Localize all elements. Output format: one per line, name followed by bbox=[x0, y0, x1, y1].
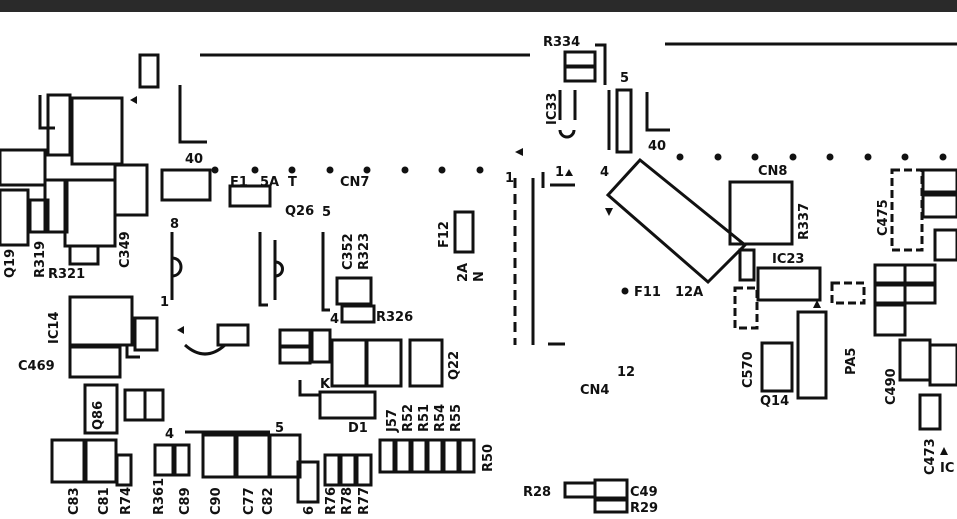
component-label: R55 bbox=[449, 404, 464, 432]
component-label: R51 bbox=[417, 404, 432, 432]
component-label: R52 bbox=[401, 404, 416, 432]
component-label: IC33 bbox=[545, 93, 560, 125]
component-label: C49 bbox=[630, 485, 658, 500]
component-label: C352 bbox=[341, 233, 356, 270]
component-label: R29 bbox=[630, 501, 658, 516]
component-label: F12 bbox=[437, 221, 452, 248]
component-label: R323 bbox=[357, 233, 372, 270]
component-label: Q22 bbox=[447, 351, 462, 380]
component-label: 4 bbox=[330, 312, 339, 327]
component-label: Q14 bbox=[760, 394, 789, 409]
component-label: J57 bbox=[385, 409, 400, 433]
component-label: C469 bbox=[18, 359, 55, 374]
top-bar bbox=[0, 0, 957, 12]
component-label: 12 bbox=[617, 365, 635, 380]
component-label: K bbox=[320, 377, 331, 392]
component-label: 2A bbox=[456, 263, 471, 282]
component-label: R321 bbox=[48, 267, 85, 282]
component-label: R326 bbox=[376, 310, 413, 325]
component-label: IC23 bbox=[772, 252, 804, 267]
component-label: R50 bbox=[481, 444, 496, 472]
component-label: D1 bbox=[348, 421, 368, 436]
component-label: T bbox=[288, 175, 297, 190]
component-label: C349 bbox=[118, 231, 133, 268]
component-label: F1 bbox=[230, 175, 248, 190]
component-label: CN8 bbox=[758, 164, 787, 179]
component-label: Q26 bbox=[285, 204, 314, 219]
component-label: C89 bbox=[178, 487, 193, 515]
component-label: 5 bbox=[322, 205, 331, 220]
component-label: 1 bbox=[555, 165, 564, 180]
component-label: 4 bbox=[165, 427, 174, 442]
component-label: C82 bbox=[261, 487, 276, 515]
component-label: IC bbox=[940, 461, 954, 476]
component-label: C490 bbox=[884, 368, 899, 405]
outline-layer bbox=[0, 42, 957, 514]
component-label: Q19 bbox=[3, 249, 18, 278]
component-label: 6 bbox=[302, 506, 317, 515]
component-label: C475 bbox=[876, 199, 891, 236]
component-label: C77 bbox=[242, 487, 257, 515]
component-label: C90 bbox=[209, 487, 224, 515]
component-label: 40 bbox=[185, 152, 203, 167]
component-label: 5 bbox=[275, 421, 284, 436]
component-label: R319 bbox=[33, 241, 48, 278]
component-label: CN4 bbox=[580, 383, 609, 398]
component-label: 8 bbox=[170, 217, 179, 232]
component-label: C473 bbox=[923, 438, 938, 475]
component-label: R337 bbox=[797, 203, 812, 240]
component-label: R76 bbox=[324, 487, 339, 515]
pin-dots bbox=[130, 96, 948, 455]
component-label: 1 bbox=[160, 295, 169, 310]
component-label: IC14 bbox=[47, 312, 62, 344]
component-label: 5 bbox=[620, 71, 629, 86]
component-label: PA5 bbox=[844, 348, 859, 375]
component-label: C81 bbox=[97, 487, 112, 515]
component-label: F11 bbox=[634, 285, 661, 300]
component-label: C570 bbox=[741, 351, 756, 388]
component-label: C83 bbox=[67, 487, 82, 515]
component-label: R28 bbox=[523, 485, 551, 500]
component-label: 12A bbox=[675, 285, 703, 300]
component-label: 40 bbox=[648, 139, 666, 154]
component-label: R334 bbox=[543, 35, 580, 50]
component-label: R361 bbox=[152, 478, 167, 515]
component-label: R77 bbox=[357, 487, 372, 515]
component-label: R54 bbox=[433, 404, 448, 432]
component-label: N bbox=[472, 271, 487, 282]
component-label: 5A bbox=[260, 175, 279, 190]
component-label: R74 bbox=[119, 487, 134, 515]
component-label: R78 bbox=[340, 487, 355, 515]
component-label: Q86 bbox=[91, 401, 106, 430]
component-label: 1 bbox=[505, 171, 514, 186]
component-label: CN7 bbox=[340, 175, 369, 190]
component-label: 4 bbox=[600, 165, 609, 180]
